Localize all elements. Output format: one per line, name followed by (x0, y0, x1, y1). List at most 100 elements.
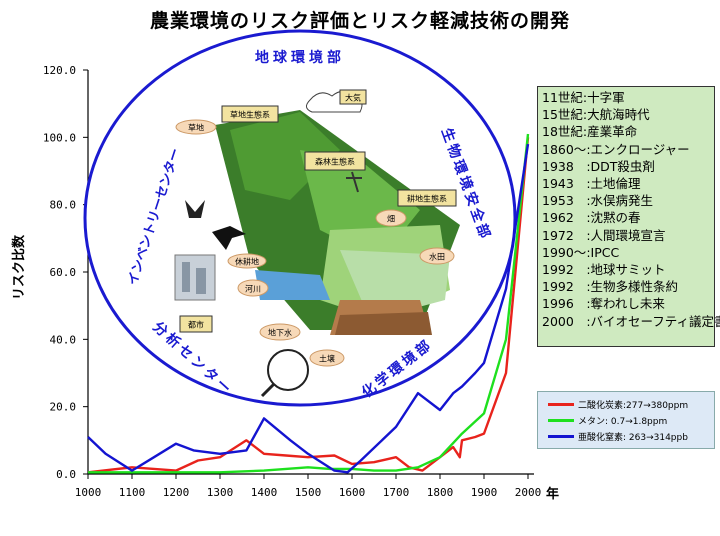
butterfly-icon (185, 200, 205, 218)
x-tick-label: 1400 (251, 486, 278, 499)
x-tick-label: 1800 (427, 486, 454, 499)
circle-label-fallow: 休耕地 (235, 257, 259, 267)
timeline-sep: : (573, 296, 591, 312)
timeline-event: DDT殺虫剤 (590, 158, 655, 174)
timeline-event: 大航海時代 (587, 107, 650, 123)
series-line-0 (87, 137, 530, 474)
legend-swatch (548, 418, 574, 422)
timeline-sep: : (573, 227, 591, 243)
circle-label-groundwater: 地下水 (268, 328, 292, 338)
timeline-event: 十字軍 (587, 90, 625, 105)
timeline-sep: : (582, 107, 588, 123)
timeline-year: 1992 (542, 279, 574, 295)
timeline-sep: : (573, 279, 591, 295)
timeline-year: 2000 (542, 313, 574, 329)
series-line-2 (87, 143, 530, 474)
label-bg-grassland (221, 105, 279, 123)
timeline-sep: : (573, 262, 591, 278)
dept-top: 地球環境部 (255, 49, 345, 66)
timeline-item: 11世紀:十字軍 (542, 89, 714, 106)
y-axis-label: リスク比数 (12, 234, 27, 300)
circle-label-field: 畑 (387, 215, 395, 224)
timeline-item: 1996 :奪われし未来 (542, 295, 714, 312)
y-tick-label: 60.0 (50, 266, 77, 279)
circle-label-paddy: 水田 (429, 252, 445, 262)
page-title: 農業環境のリスク評価とリスク軽減技術の開発 (149, 10, 570, 32)
timeline-year: 1860～ (542, 141, 587, 157)
timeline-event: エンクロージャー (590, 141, 690, 157)
label-bg-river (237, 279, 269, 297)
label-bg-pasture (175, 119, 217, 135)
y-tick-label: 120.0 (43, 64, 76, 77)
landscape-illustration (174, 91, 460, 398)
legend-item: メタン: 0.7→1.8ppm (538, 412, 714, 428)
bird-icon (212, 226, 246, 250)
timeline-year: 1938 (542, 158, 574, 174)
timeline-year: 11世紀 (542, 90, 583, 105)
legend-swatch (548, 434, 574, 438)
label-bg-atmosphere (339, 89, 367, 105)
timeline-sep: : (582, 90, 588, 105)
timeline-event: 産業革命 (587, 124, 638, 140)
x-tick-label: 1200 (163, 486, 190, 499)
x-tick-label: 1100 (119, 486, 146, 499)
timeline-event: 奪われし未来 (590, 296, 665, 312)
timeline-item: 1953 :水俣病発生 (542, 192, 714, 209)
y-tick-label: 100.0 (43, 131, 76, 144)
timeline-item: 1962 :沈黙の春 (542, 209, 714, 226)
timeline-item: 1972 :人間環境宣言 (542, 227, 714, 244)
timeline-event: 沈黙の春 (590, 210, 641, 226)
x-tick-label: 2000 (515, 486, 542, 499)
series-lines (87, 133, 530, 474)
label-bg-groundwater (259, 323, 301, 341)
circle-label-city: 都市 (188, 320, 204, 330)
label-bg-field (375, 209, 407, 227)
chart-legend: 二酸化炭素:277→380ppm メタン: 0.7→1.8ppm 亜酸化窒素: 26… (537, 391, 715, 449)
magnifier-icon (267, 349, 309, 391)
timeline-year: 1990～ (542, 244, 587, 260)
timeline-event: 土地倫理 (590, 176, 641, 192)
circle-label-soil: 土壌 (319, 354, 335, 364)
timeline-sep: : (582, 124, 588, 140)
timeline-item: 1943 :土地倫理 (542, 175, 714, 192)
timeline-sep: : (573, 176, 591, 192)
label-bg-paddy (419, 247, 455, 265)
timeline-year: 1996 (542, 296, 574, 312)
x-axis-unit: 年 (546, 487, 560, 502)
timeline-event: 人間環境宣言 (590, 227, 666, 243)
timeline-item: 1990～:IPCC (542, 244, 714, 261)
timeline-year: 1992 (542, 262, 574, 278)
label-bg-fallow (227, 253, 267, 269)
legend-label: 亜酸化窒素: 263→314ppb (578, 432, 688, 443)
timeline-year: 18世紀 (542, 124, 583, 140)
circle-label-pasture: 草地 (188, 123, 204, 133)
x-tick-label: 1900 (471, 486, 498, 499)
x-tick-label: 1300 (207, 486, 234, 499)
circle-label-river: 河川 (245, 284, 261, 294)
label-bg-soil (309, 349, 345, 367)
timeline-sep: : (573, 210, 591, 226)
timeline-year: 1953 (542, 193, 574, 209)
timeline-item: 1938 :DDT殺虫剤 (542, 158, 714, 175)
timeline-item: 18世紀:産業革命 (542, 123, 714, 140)
timeline-event: バイオセーフティ議定書 (590, 313, 720, 329)
legend-label: 二酸化炭素:277→380ppm (578, 400, 689, 411)
dragonfly-icon (346, 171, 362, 193)
timeline-year: 1962 (542, 210, 574, 226)
label-bg-farmland (397, 189, 457, 207)
timeline-event: 地球サミット (590, 262, 666, 278)
timeline-year: 15世紀 (542, 107, 583, 123)
timeline-item: 15世紀:大航海時代 (542, 106, 714, 123)
timeline-item: 1992 :生物多様性条約 (542, 278, 714, 295)
circle-label-farmland: 耕地生態系 (407, 194, 447, 204)
x-tick-label: 1500 (295, 486, 322, 499)
y-tick-label: 80.0 (50, 199, 77, 212)
legend-label: メタン: 0.7→1.8ppm (578, 416, 668, 427)
timeline-event: 水俣病発生 (590, 193, 654, 209)
